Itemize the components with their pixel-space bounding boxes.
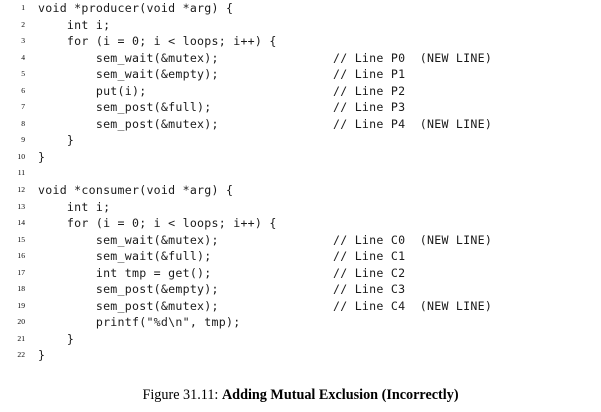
code-line: 18 sem_post(&empty); // Line C3 bbox=[0, 281, 601, 298]
figure-caption-label: Figure 31.11: bbox=[142, 387, 219, 403]
line-number: 22 bbox=[17, 350, 25, 360]
code-comment: // Line P0 (NEW LINE) bbox=[333, 50, 493, 65]
figure-caption: Figure 31.11: Adding Mutual Exclusion (I… bbox=[0, 386, 601, 405]
code-line: 12 void *consumer(void *arg) { bbox=[0, 182, 601, 199]
code-line: 4 sem_wait(&mutex); // Line P0 (NEW LINE) bbox=[0, 50, 601, 67]
line-number: 3 bbox=[21, 36, 25, 46]
code-comment: // Line C1 bbox=[333, 249, 406, 264]
line-number: 2 bbox=[21, 19, 25, 29]
code-line: 5 sem_wait(&empty); // Line P1 bbox=[0, 66, 601, 83]
code-line: 14 for (i = 0; i < loops; i++) { bbox=[0, 215, 601, 232]
line-number: 16 bbox=[17, 251, 25, 261]
code-text: sem_post(&mutex); bbox=[38, 116, 219, 131]
line-number: 11 bbox=[17, 168, 25, 178]
figure-caption-title: Adding Mutual Exclusion (Incorrectly) bbox=[221, 387, 459, 403]
code-line: 7 sem_post(&full); // Line P3 bbox=[0, 99, 601, 116]
line-number: 9 bbox=[21, 135, 25, 145]
code-text: } bbox=[38, 331, 75, 346]
code-comment: // Line C3 bbox=[333, 282, 406, 297]
code-comment: // Line C0 (NEW LINE) bbox=[333, 232, 493, 247]
line-number: 1 bbox=[21, 3, 25, 12]
line-number: 19 bbox=[17, 300, 25, 310]
code-comment: // Line P1 bbox=[333, 67, 406, 82]
line-number: 17 bbox=[17, 267, 25, 277]
code-line: 22} bbox=[0, 347, 601, 364]
code-line: 6 put(i); // Line P2 bbox=[0, 83, 601, 100]
code-text: printf("%d\n", tmp); bbox=[38, 315, 241, 330]
line-number: 13 bbox=[17, 201, 25, 211]
code-line: 8 sem_post(&mutex); // Line P4 (NEW LINE) bbox=[0, 116, 601, 133]
code-line: 17 int tmp = get(); // Line C2 bbox=[0, 265, 601, 282]
code-text: sem_wait(&full); bbox=[38, 249, 212, 264]
code-text: sem_wait(&empty); bbox=[38, 67, 219, 82]
line-number: 7 bbox=[21, 102, 25, 112]
code-line: 2 int i; bbox=[0, 17, 601, 34]
code-text: } bbox=[38, 149, 46, 164]
code-line: 19 sem_post(&mutex); // Line C4 (NEW LINE… bbox=[0, 298, 601, 315]
code-line: 21 } bbox=[0, 331, 601, 348]
line-number: 15 bbox=[17, 234, 25, 244]
code-comment: // Line C2 bbox=[333, 265, 406, 280]
line-number: 12 bbox=[17, 185, 25, 195]
line-number: 8 bbox=[21, 118, 25, 128]
code-text: sem_post(&empty); bbox=[38, 282, 219, 297]
line-number: 21 bbox=[17, 333, 25, 343]
code-comment: // Line P3 bbox=[333, 100, 406, 115]
code-text: void *consumer(void *arg) { bbox=[38, 183, 234, 198]
code-text: int i; bbox=[38, 17, 111, 32]
line-number: 14 bbox=[17, 218, 25, 228]
line-number: 6 bbox=[21, 85, 25, 95]
code-text: put(i); bbox=[38, 83, 147, 98]
code-text: sem_post(&full); bbox=[38, 100, 212, 115]
line-number: 4 bbox=[21, 52, 25, 62]
line-number: 18 bbox=[17, 284, 25, 294]
code-text: sem_wait(&mutex); bbox=[38, 50, 219, 65]
code-line: 20 printf("%d\n", tmp); bbox=[0, 314, 601, 331]
code-text: sem_post(&mutex); bbox=[38, 298, 219, 313]
code-line: 3 for (i = 0; i < loops; i++) { bbox=[0, 33, 601, 50]
code-line: 15 sem_wait(&mutex); // Line C0 (NEW LINE… bbox=[0, 232, 601, 249]
code-line: 16 sem_wait(&full); // Line C1 bbox=[0, 248, 601, 265]
code-line: 11 bbox=[0, 165, 601, 182]
code-comment: // Line P4 (NEW LINE) bbox=[333, 116, 493, 131]
code-line: 10} bbox=[0, 149, 601, 166]
code-text: for (i = 0; i < loops; i++) { bbox=[38, 34, 277, 49]
line-number: 20 bbox=[17, 317, 25, 327]
line-number: 5 bbox=[21, 69, 25, 79]
code-line: 13 int i; bbox=[0, 199, 601, 216]
code-text: } bbox=[38, 133, 75, 148]
code-text: sem_wait(&mutex); bbox=[38, 232, 219, 247]
code-line: 9 } bbox=[0, 132, 601, 149]
code-text: for (i = 0; i < loops; i++) { bbox=[38, 216, 277, 231]
line-number: 10 bbox=[17, 151, 25, 161]
code-text: int i; bbox=[38, 199, 111, 214]
code-comment: // Line C4 (NEW LINE) bbox=[333, 298, 493, 313]
code-text: void *producer(void *arg) { bbox=[38, 1, 234, 15]
code-text: int tmp = get(); bbox=[38, 265, 212, 280]
code-comment: // Line P2 bbox=[333, 83, 406, 98]
code-text: } bbox=[38, 348, 46, 363]
code-line: 1 void *producer(void *arg) { bbox=[0, 0, 601, 17]
